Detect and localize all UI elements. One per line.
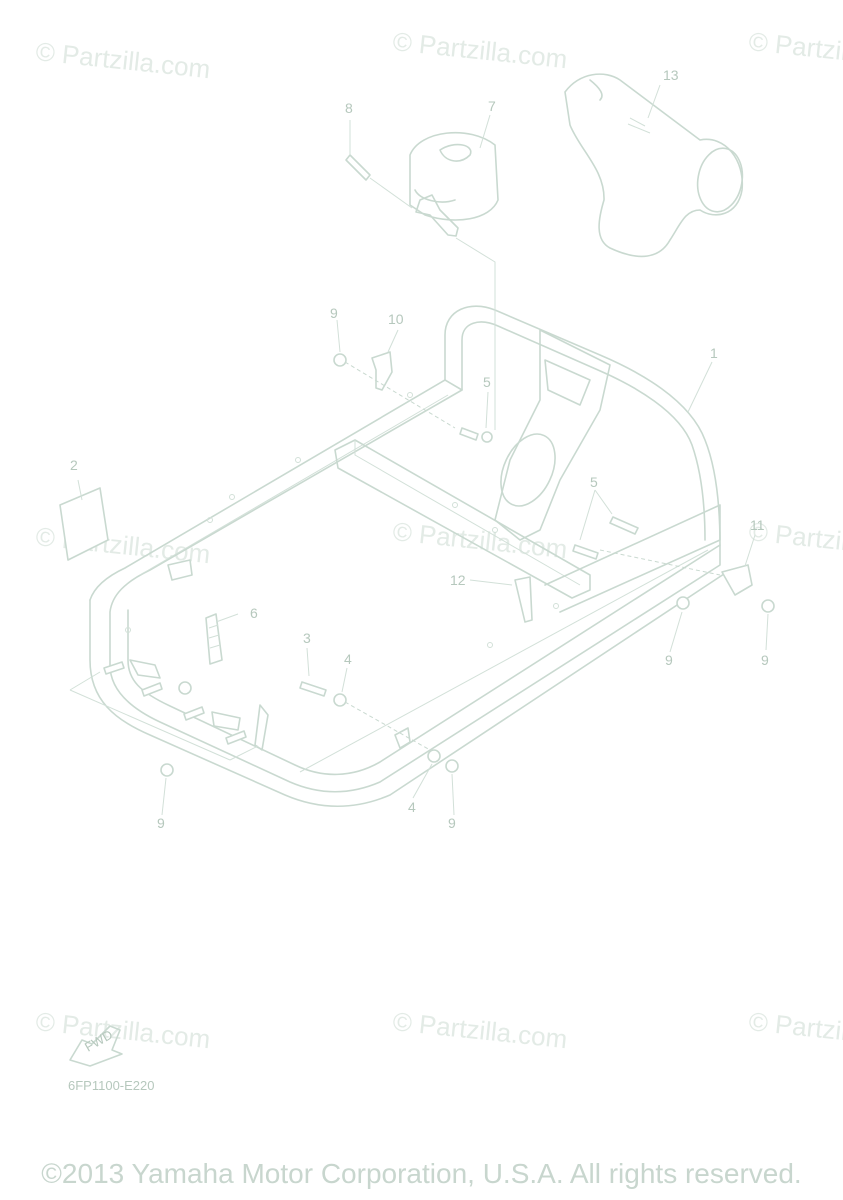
callout-13: 13 — [663, 67, 679, 83]
leader-lines — [77, 84, 769, 816]
fasteners — [69, 351, 775, 777]
watermark: © Partzilla.com — [34, 1006, 211, 1054]
callout-4: 4 — [344, 651, 352, 667]
cap-and-pin — [345, 131, 499, 430]
label-sticker — [59, 487, 109, 561]
callout-9: 9 — [330, 305, 338, 321]
diagram-code: 6FP1100-E220 — [68, 1078, 155, 1093]
frame-assembly — [89, 305, 731, 807]
callout-5: 5 — [590, 474, 598, 490]
watermark: © Partzilla.com — [34, 36, 211, 84]
copyright-notice: ©2013 Yamaha Motor Corporation, U.S.A. A… — [41, 1158, 802, 1189]
callout-9: 9 — [665, 652, 673, 668]
watermark: © Partzilla.com — [391, 1006, 568, 1054]
callout-11: 11 — [750, 517, 765, 533]
watermark: © Partzilla.com — [391, 26, 568, 74]
callout-8: 8 — [345, 100, 353, 116]
callout-12: 12 — [450, 572, 466, 588]
callout-2: 2 — [70, 457, 78, 473]
callout-9: 9 — [157, 815, 165, 831]
watermark: © Partzilla.com — [747, 26, 843, 74]
callout-9: 9 — [761, 652, 769, 668]
callout-6: 6 — [250, 605, 258, 621]
watermark: © Partzilla.com — [34, 521, 211, 569]
callout-5: 5 — [483, 374, 491, 390]
watermark: © Partzilla.com — [747, 1006, 843, 1054]
seat-cover — [564, 73, 744, 258]
callout-9: 9 — [448, 815, 456, 831]
callout-1: 1 — [710, 345, 718, 361]
callout-4: 4 — [408, 799, 416, 815]
callout-7: 7 — [488, 98, 496, 114]
callout-3: 3 — [303, 630, 311, 646]
callout-10: 10 — [388, 311, 404, 327]
